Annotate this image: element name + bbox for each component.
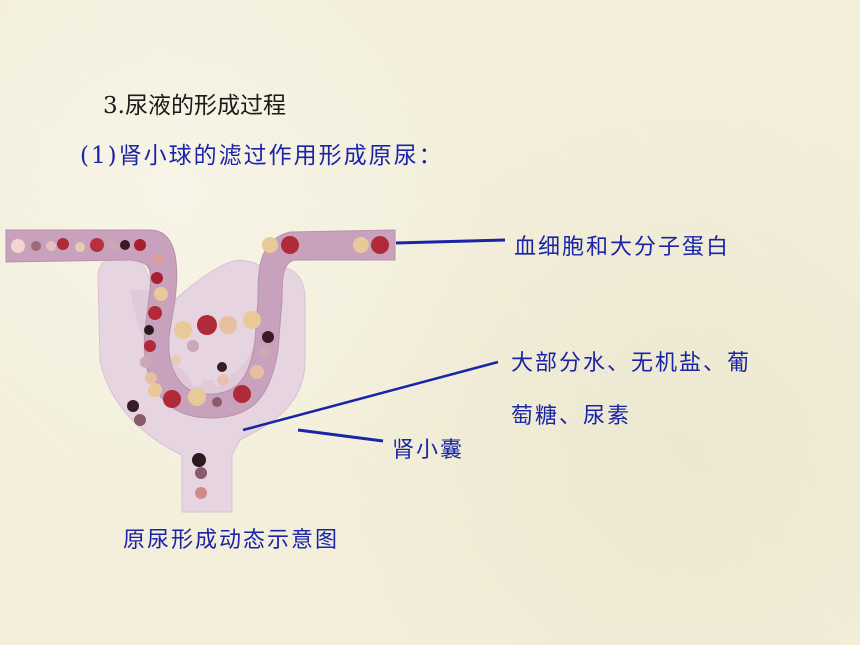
diagram-caption: 原尿形成动态示意图 xyxy=(123,528,340,553)
section-title: 3.尿液的形成过程 xyxy=(103,93,286,119)
label-bowmans-capsule: 肾小囊 xyxy=(392,438,465,463)
blood-cells xyxy=(11,236,389,499)
subsection-title: (1)肾小球的滤过作用形成原尿： xyxy=(80,143,444,169)
label-filtrate-line2: 萄糖、尿素 xyxy=(511,404,632,429)
pointer-line-capsule xyxy=(297,428,384,443)
label-filtrate-line1: 大部分水、无机盐、葡 xyxy=(511,351,752,376)
pointer-line-filtrate xyxy=(242,360,499,432)
label-blood-cells-proteins: 血细胞和大分子蛋白 xyxy=(514,235,731,260)
pointer-line-blood xyxy=(395,238,506,245)
